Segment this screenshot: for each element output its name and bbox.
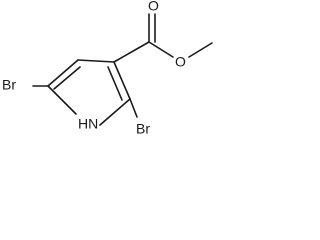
ester-oxygen-label: O — [175, 54, 186, 70]
bond-c5-c4 — [47, 59, 79, 87]
nitrogen-label: HN — [78, 116, 98, 132]
atom-labels: O O Br Br HN — [2, 0, 186, 137]
bond-c3-c2-inner — [107, 66, 123, 101]
structure-canvas: O O Br Br HN — [0, 0, 225, 144]
left-bromine-label: Br — [2, 77, 16, 93]
bond-c2-br — [129, 98, 138, 118]
molecule-diagram: O O Br Br HN — [2, 0, 213, 137]
bond-c4-c3 — [77, 59, 115, 63]
bond-c3-c2 — [113, 61, 131, 100]
bond-n1-c5 — [47, 85, 77, 115]
bond-c2-n1 — [99, 98, 131, 126]
carbonyl-oxygen-label: O — [148, 0, 159, 14]
bond-c3-carbonyl-c — [113, 41, 150, 63]
bond-lines — [32, 13, 213, 126]
right-bromine-label: Br — [136, 121, 150, 137]
bond-c5-c4-inner — [53, 66, 81, 90]
bond-ester-o-methyl — [188, 42, 213, 58]
bond-carbonyl-c-ester-o — [148, 41, 174, 58]
